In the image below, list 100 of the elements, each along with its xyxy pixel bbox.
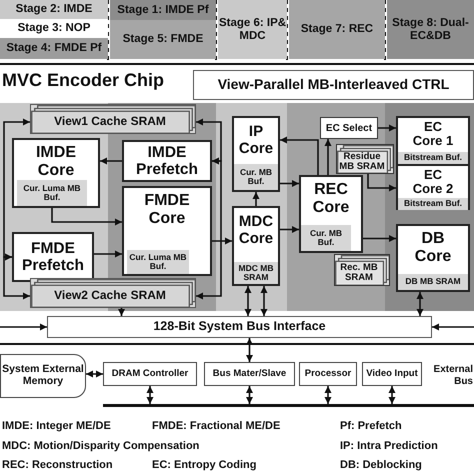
module-box	[299, 362, 357, 386]
box-label: EC Core 2	[412, 168, 454, 197]
arrow	[260, 286, 268, 316]
arrow	[246, 338, 253, 362]
arrow	[3, 254, 30, 300]
arrow	[324, 139, 332, 175]
arrow	[363, 235, 396, 242]
box-label: REC Core	[312, 181, 350, 216]
box-label: Bus Mater/Slave	[212, 368, 286, 380]
core-box	[232, 206, 280, 286]
sram-box	[334, 254, 390, 286]
arrow	[118, 308, 125, 316]
buffer-box	[398, 198, 468, 210]
control-box	[193, 70, 474, 100]
prefetch-box	[122, 140, 212, 182]
core-box	[299, 175, 363, 253]
box-label: Cur. Luma MB Buf.	[22, 184, 82, 202]
core-box	[396, 224, 470, 292]
bus-label: External Bus	[432, 364, 473, 388]
stage-cell	[0, 0, 108, 19]
arrow	[244, 286, 252, 316]
box-label: View2 Cache SRAM	[54, 289, 166, 303]
buffer-box	[234, 164, 278, 190]
abbreviation-note: Pf: Prefetch	[340, 420, 402, 432]
core-box	[396, 116, 470, 164]
box-label: Bitstream Buf.	[404, 199, 462, 209]
box-label: View-Parallel MB-Interleaved CTRL	[218, 77, 450, 93]
arrow	[51, 208, 122, 226]
arrow	[246, 386, 253, 404]
arrow	[196, 158, 222, 300]
arrow	[280, 226, 299, 233]
core-box	[232, 116, 280, 192]
box-label: System External Memory	[1, 364, 85, 388]
buffer-box	[398, 152, 468, 164]
chip-title: MVC Encoder Chip	[2, 70, 164, 91]
box-label: Cur. Luma MB Buf.	[128, 252, 188, 272]
box-label: Video Input	[366, 368, 418, 380]
box-label: Bitstream Buf.	[404, 153, 462, 163]
box-label: Stage 2: IMDE	[16, 3, 92, 16]
core-box	[122, 186, 212, 276]
box-label: 128-Bit System Bus Interface	[153, 320, 326, 334]
arrow	[0, 324, 47, 330]
bus-interface-box	[47, 316, 432, 338]
buffer-box	[17, 180, 87, 206]
arrow	[432, 324, 474, 330]
arrow	[86, 370, 103, 378]
arrow	[280, 136, 319, 175]
memory-box	[0, 354, 86, 398]
arrow	[146, 386, 154, 404]
box-label: DB Core	[414, 230, 452, 266]
box-label: Rec. MB SRAM	[339, 262, 379, 284]
sram-box	[30, 104, 196, 134]
stage-cell	[0, 38, 108, 59]
arrow	[324, 386, 332, 404]
sram-box	[336, 144, 394, 174]
stage-cell	[110, 0, 216, 20]
prefetch-box	[12, 232, 94, 282]
box-label: Residue MB SRAM	[338, 152, 386, 172]
box-label: DRAM Controller	[112, 368, 188, 380]
arrow	[212, 238, 232, 244]
box-label: MDC Core	[238, 214, 274, 247]
arrow	[388, 386, 396, 404]
arrow	[416, 292, 424, 316]
box-label: FMDE Prefetch	[20, 240, 86, 274]
stage-cell	[289, 0, 385, 59]
abbreviation-note: MDC: Motion/Disparity Compensation	[2, 440, 200, 452]
box-label: IP Core	[238, 124, 274, 157]
box-label: Cur. MB Buf.	[308, 228, 344, 248]
box-label: View1 Cache SRAM	[54, 115, 166, 129]
abbreviation-note: REC: Reconstruction	[2, 459, 113, 471]
box-label: Cur. MB Buf.	[238, 168, 274, 186]
box-label: Stage 5: FMDE	[122, 33, 204, 46]
box-label: Stage 1: IMDE Pf	[117, 4, 209, 16]
box-label: Stage 3: NOP	[18, 22, 90, 35]
box-label: EC Select	[326, 122, 372, 134]
arrow	[252, 192, 260, 206]
buffer-box	[301, 225, 351, 251]
select-box	[320, 117, 378, 139]
module-box	[103, 362, 197, 386]
box-label: IMDE Prefetch	[134, 144, 200, 178]
module-box	[362, 362, 422, 386]
box-label: DB MB SRAM	[405, 277, 461, 287]
module-box	[204, 362, 295, 386]
core-box	[396, 164, 470, 210]
arrow	[94, 250, 122, 258]
box-label: FMDE Core	[143, 192, 191, 228]
buffer-box	[398, 274, 468, 290]
abbreviation-note: FMDE: Fractional ME/DE	[152, 420, 280, 432]
arrow	[367, 174, 396, 192]
box-label: IMDE Core	[34, 144, 77, 180]
box-label: EC Core 1	[412, 120, 454, 149]
box-label: Stage 7: REC	[300, 23, 374, 36]
bus-line	[103, 404, 474, 407]
box-label: MDC MB SRAM	[238, 264, 274, 282]
box-label: Stage 8: Dual-EC&DB	[391, 16, 470, 42]
stage-cell	[218, 0, 287, 59]
buffer-box	[234, 262, 278, 284]
abbreviation-note: EC: Entropy Coding	[152, 459, 256, 471]
box-label: Stage 4: FMDE Pf	[6, 42, 102, 55]
abbreviation-note: IP: Intra Prediction	[340, 440, 438, 452]
